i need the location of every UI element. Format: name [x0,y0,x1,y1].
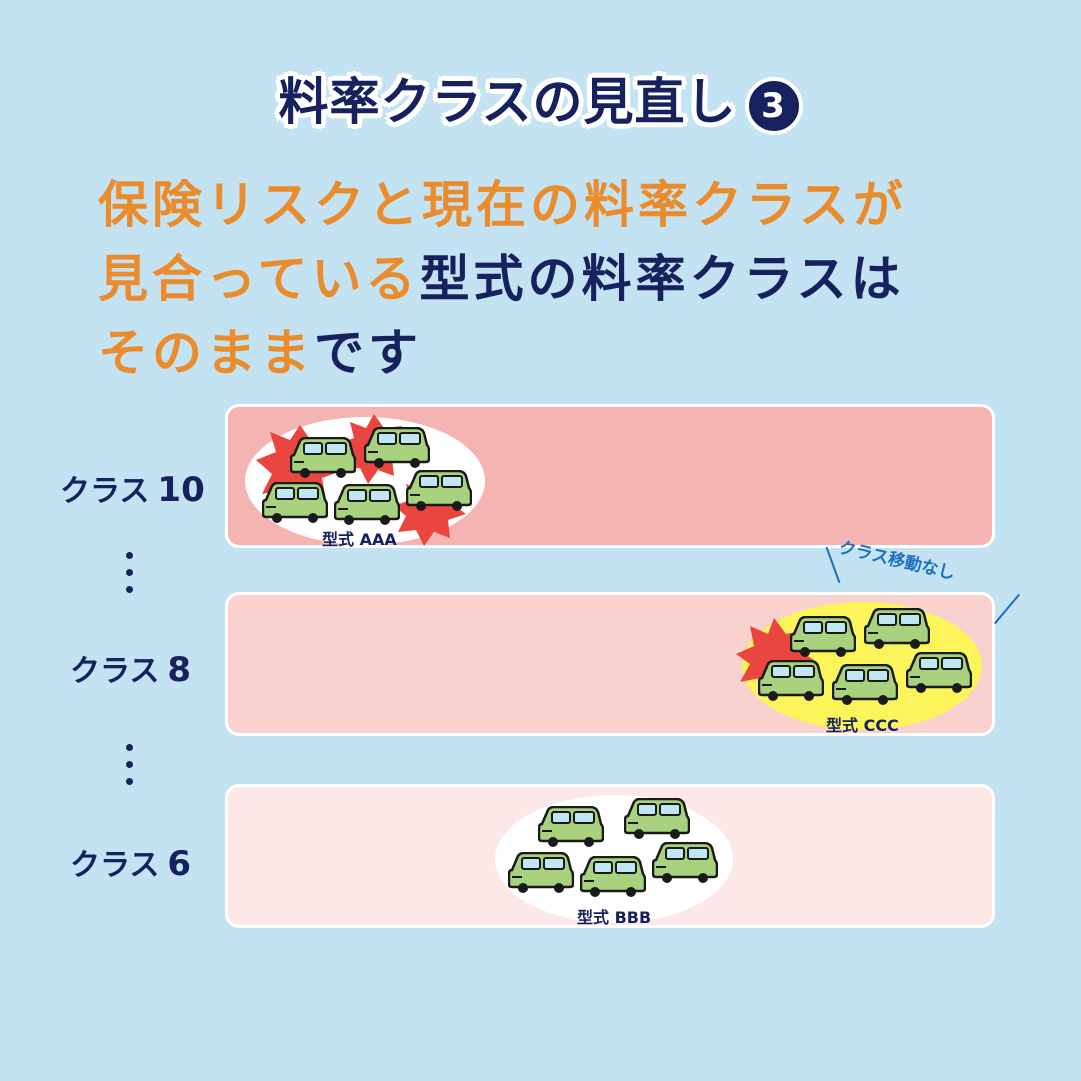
class-label-text: クラス [70,848,160,883]
car-icon [905,651,973,698]
vertical-ellipsis [126,744,136,795]
type-name-aaa: 型式 AAA [322,530,397,549]
type-name-ccc: 型式 CCC [826,716,899,735]
car-icon [651,841,719,888]
headline-line3-orange: そのまま [98,324,314,382]
car-icon [261,481,329,528]
vertical-ellipsis [126,552,136,603]
headline-line1: 保険リスクと現在の料率クラスが [98,176,907,234]
class-number: 10 [157,470,205,510]
type-name-bbb: 型式 BBB [577,908,652,927]
class-label-text: クラス [70,654,160,689]
car-icon [289,436,357,483]
car-icon [333,483,401,530]
car-icon [537,805,605,852]
headline: 保険リスクと現在の料率クラスが 見合っている型式の料率クラスは そのままです [98,168,1058,390]
car-icon [623,797,691,844]
headline-line3-navy: です [314,324,422,382]
car-icon [363,426,431,473]
car-icon [863,607,931,654]
class-label-text: クラス [60,474,150,509]
headline-line2-orange: 見合っている [98,250,420,308]
car-icon [757,659,825,706]
car-icon [405,469,473,516]
car-icon [579,855,647,902]
headline-line2-navy: 型式の料率クラスは [419,250,905,308]
title-text: 料率クラスの見直し [278,73,737,131]
class-number: 8 [167,650,192,690]
car-icon [507,851,575,898]
car-icon [831,663,899,710]
car-icon [789,615,857,662]
class-number: 6 [167,844,192,884]
title-number-badge: 3 [744,76,803,135]
